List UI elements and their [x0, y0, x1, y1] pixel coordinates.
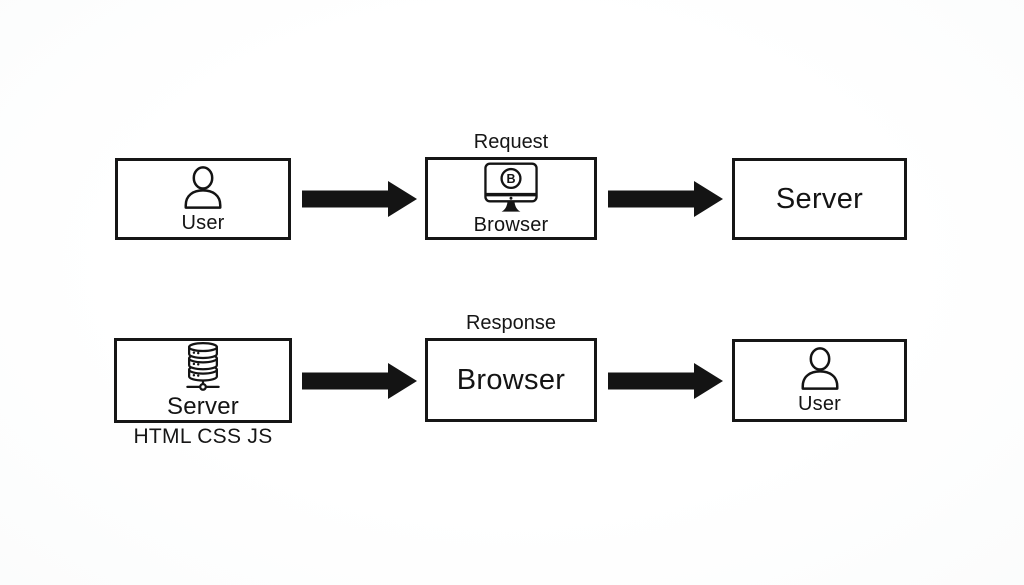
node-browser-response: Browser: [425, 338, 597, 422]
monitor-icon: B: [484, 162, 538, 212]
node-label: User: [181, 211, 225, 234]
browser-icon-letter: B: [506, 172, 515, 186]
arrow-right-icon: [608, 363, 723, 399]
response-flow-label: Response: [465, 312, 557, 334]
request-flow-label: Request: [473, 131, 549, 153]
node-label: Server: [775, 182, 864, 215]
node-label: User: [797, 393, 842, 415]
database-icon: [186, 341, 220, 391]
arrow-right-icon: [302, 181, 417, 217]
person-icon: [184, 165, 222, 209]
node-browser-request: B Browser: [425, 157, 597, 240]
node-server-request: Server: [732, 158, 907, 240]
person-icon: [801, 347, 838, 390]
node-server-response: Server: [114, 338, 292, 423]
node-label: Server: [167, 393, 239, 420]
arrow-right-icon: [608, 181, 723, 217]
node-user-request: User: [115, 158, 291, 240]
node-user-response: User: [732, 339, 907, 422]
node-label: Browser: [473, 214, 549, 236]
arrow-right-icon: [302, 363, 417, 399]
node-label: Browser: [456, 363, 566, 396]
server-output-note: HTML CSS JS: [133, 425, 273, 448]
